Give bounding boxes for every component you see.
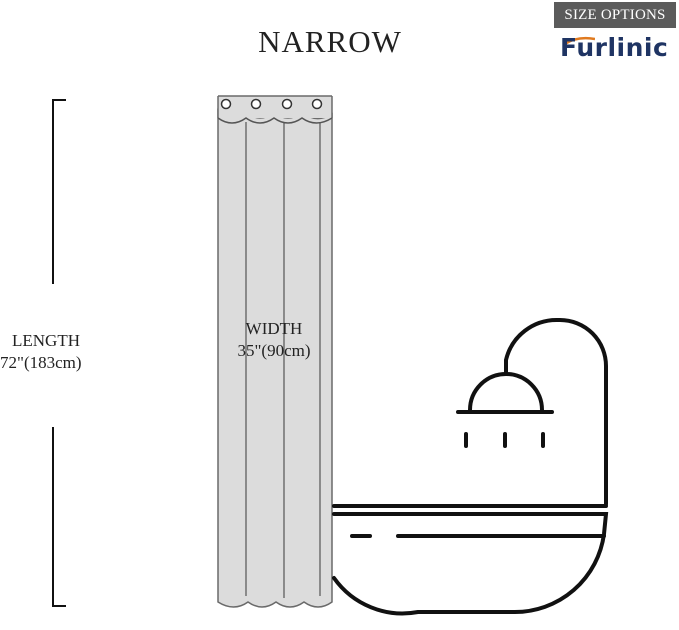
size-title: NARROW	[258, 24, 402, 59]
length-label: LENGTH	[12, 331, 80, 350]
curtain-panel	[217, 95, 333, 608]
size-options-badge: SIZE OPTIONS	[554, 2, 676, 28]
width-label: WIDTH	[245, 319, 303, 338]
width-value: 35"(90cm)	[237, 341, 311, 360]
length-bracket	[52, 99, 66, 607]
brand-swoosh-icon	[565, 36, 595, 46]
shower-head-icon	[456, 317, 608, 506]
bathtub-icon	[332, 504, 609, 616]
length-value: 72"(183cm)	[0, 353, 82, 372]
grommet-icon	[220, 98, 323, 110]
length-dimension: LENGTH 72"(183cm)	[0, 330, 120, 374]
width-dimension: WIDTH 35"(90cm)	[219, 318, 329, 362]
brand-logo: Furlinic	[560, 33, 669, 62]
